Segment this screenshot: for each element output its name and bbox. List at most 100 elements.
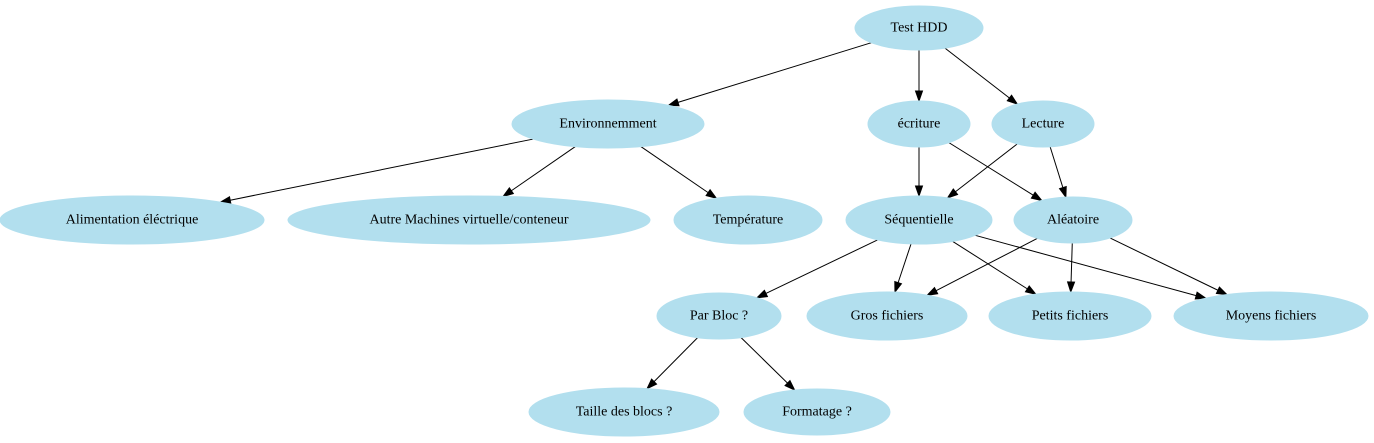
edge-line	[640, 146, 709, 194]
edge-line	[653, 337, 698, 382]
arrowhead-icon	[914, 90, 924, 103]
node-ellipse	[528, 387, 720, 437]
node-taille_blocs: Taille des blocs ?	[528, 387, 720, 437]
arrowhead-icon	[894, 280, 903, 294]
node-ellipse	[1173, 291, 1369, 341]
arrowhead-icon	[1066, 281, 1076, 294]
node-ellipse	[867, 100, 971, 148]
edge-line	[511, 146, 576, 192]
node-ellipse	[806, 291, 968, 341]
nodes-layer: Test HDD Environnemment écriture LectureAli…	[0, 5, 1369, 437]
node-label: Par Bloc ?	[690, 309, 748, 324]
arrowhead-icon	[914, 185, 924, 198]
edge-line	[952, 240, 1028, 290]
node-label: Environnemment	[559, 117, 656, 132]
edge-lecture-to-aleatoire	[1049, 146, 1067, 199]
edge-line	[1049, 146, 1064, 188]
edge-par_bloc-to-formatage	[740, 337, 796, 392]
node-temperature: Température	[673, 195, 823, 245]
node-label: Température	[713, 213, 784, 228]
node-label: Test HDD	[891, 21, 948, 36]
edge-line	[1070, 242, 1073, 283]
node-ellipse	[743, 388, 891, 436]
node-gros_fichiers: Gros fichiers	[806, 291, 968, 341]
edge-aleatoire-to-petits_fichiers	[1066, 242, 1076, 294]
node-ellipse	[0, 195, 265, 245]
arrowhead-icon	[784, 379, 796, 392]
node-label: Séquentielle	[884, 213, 953, 228]
arrowhead-icon	[1030, 191, 1044, 202]
node-aleatoire: Aléatoire	[1013, 196, 1133, 244]
node-label: Alimentation éléctrique	[66, 213, 199, 228]
node-ellipse	[287, 195, 651, 245]
node-moyens_fichiers: Moyens fichiers	[1173, 291, 1369, 341]
arrowhead-icon	[1194, 291, 1208, 300]
node-label: Autre Machines virtuelle/conteneur	[369, 213, 568, 228]
node-ellipse	[656, 292, 782, 340]
edge-line	[935, 237, 1038, 292]
edge-par_bloc-to-taille_blocs	[645, 337, 698, 390]
edge-ecriture-to-aleatoire	[948, 142, 1044, 202]
edge-sequentielle-to-petits_fichiers	[952, 240, 1038, 296]
edge-line	[1109, 237, 1219, 291]
arrowhead-icon	[946, 188, 959, 199]
node-label: Petits fichiers	[1032, 309, 1109, 324]
node-ecriture: écriture	[867, 100, 971, 148]
edge-line	[230, 138, 534, 201]
node-label: écriture	[898, 117, 941, 132]
node-autre_machines: Autre Machines virtuelle/conteneur	[287, 195, 651, 245]
arrowhead-icon	[925, 286, 939, 296]
node-formatage: Formatage ?	[743, 388, 891, 436]
node-alimentation: Alimentation éléctrique	[0, 195, 265, 245]
edge-aleatoire-to-gros_fichiers	[925, 237, 1038, 296]
edge-aleatoire-to-moyens_fichiers	[1109, 237, 1229, 296]
arrowhead-icon	[1024, 285, 1038, 296]
node-label: Taille des blocs ?	[576, 405, 673, 420]
edge-line	[955, 143, 1018, 193]
node-ellipse	[845, 195, 993, 245]
node-ellipse	[511, 99, 705, 149]
edge-sequentielle-to-par_bloc	[755, 239, 878, 299]
edge-test_hdd-to-environnement	[666, 42, 872, 107]
edge-sequentielle-to-moyens_fichiers	[975, 234, 1208, 300]
node-ellipse	[854, 5, 984, 51]
arrowhead-icon	[1006, 94, 1019, 106]
edge-lecture-to-sequentielle	[946, 143, 1018, 199]
node-ellipse	[991, 100, 1095, 148]
node-test_hdd: Test HDD	[854, 5, 984, 51]
arrowhead-icon	[705, 188, 718, 200]
edge-environnement-to-autre_machines	[501, 146, 576, 198]
node-ellipse	[988, 291, 1152, 341]
node-ellipse	[673, 195, 823, 245]
edge-environnement-to-temperature	[640, 146, 718, 200]
node-label: Moyens fichiers	[1226, 309, 1317, 324]
edge-line	[677, 42, 872, 103]
node-label: Aléatoire	[1047, 213, 1099, 228]
edge-line	[975, 234, 1197, 297]
node-environnement: Environnemment	[511, 99, 705, 149]
arrowhead-icon	[1058, 185, 1067, 199]
edge-test_hdd-to-ecriture	[914, 50, 924, 103]
edge-environnement-to-alimentation	[218, 138, 534, 205]
node-par_bloc: Par Bloc ?	[656, 292, 782, 340]
node-ellipse	[1013, 196, 1133, 244]
edge-sequentielle-to-gros_fichiers	[894, 243, 912, 294]
edge-test_hdd-to-lecture	[944, 47, 1019, 106]
edges-layer	[218, 42, 1229, 392]
edge-ecriture-to-sequentielle	[914, 147, 924, 198]
arrowhead-icon	[755, 289, 769, 299]
node-label: Gros fichiers	[851, 309, 924, 324]
arrowhead-icon	[1215, 286, 1229, 296]
edge-line	[897, 243, 912, 283]
node-label: Formatage ?	[782, 405, 852, 420]
node-petits_fichiers: Petits fichiers	[988, 291, 1152, 341]
arrowhead-icon	[645, 378, 658, 390]
node-sequentielle: Séquentielle	[845, 195, 993, 245]
edge-line	[740, 337, 788, 384]
edge-line	[948, 142, 1034, 196]
node-label: Lecture	[1022, 117, 1065, 132]
arrowhead-icon	[501, 187, 515, 198]
edge-line	[944, 47, 1010, 99]
edge-line	[765, 239, 878, 294]
